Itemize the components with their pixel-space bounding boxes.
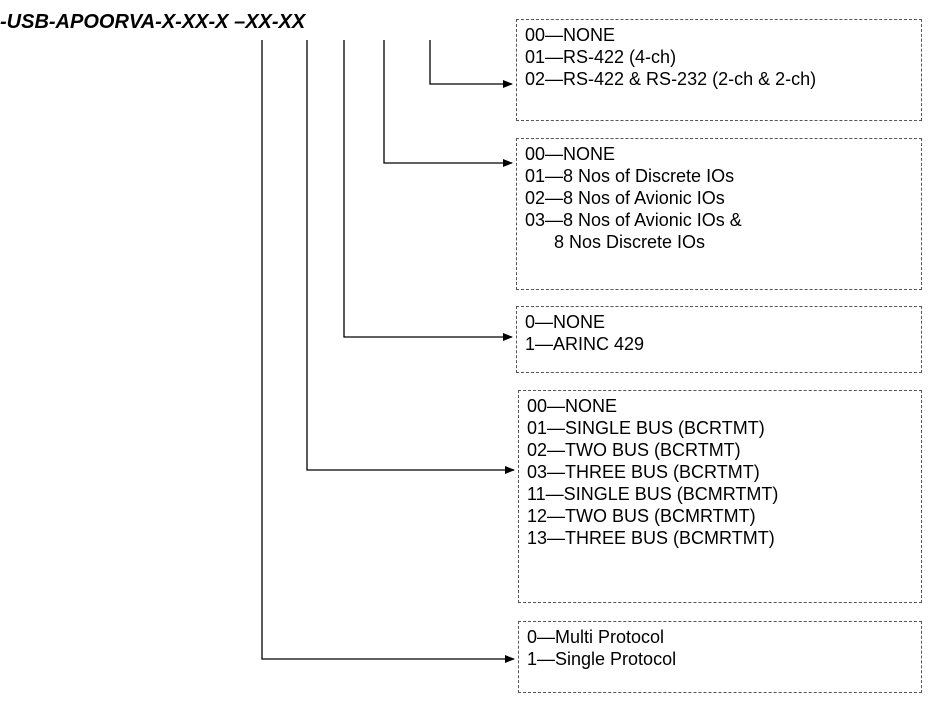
arinc-options-box: 0—NONE 1—ARINC 429 [516, 306, 922, 373]
option-text: 01—SINGLE BUS (BCRTMT) [527, 418, 765, 438]
option-text: 0—Multi Protocol [527, 627, 665, 647]
connector-protocol [261, 40, 515, 663]
connector-discrete [383, 40, 513, 167]
option-text: 02—TWO BUS (BCRTMT) [527, 440, 741, 460]
option-text: 00—NONE [525, 25, 616, 45]
option-text: 11—SINGLE BUS (BCMRTMT) [527, 484, 779, 504]
option-text: 03—8 Nos of Avionic IOs & [525, 210, 742, 230]
option-text: 02—RS-422 & RS-232 (2-ch & 2-ch) [525, 69, 817, 89]
connector-arinc [343, 40, 513, 341]
serial-options-box: 00—NONE 01—RS-422 (4-ch) 02—RS-422 & RS-… [516, 19, 922, 121]
option-text: 1—Single Protocol [527, 649, 677, 669]
discrete-io-options-box: 00—NONE 01—8 Nos of Discrete IOs 02—8 No… [516, 138, 922, 290]
option-text: 02—8 Nos of Avionic IOs [525, 188, 725, 208]
option-text: 01—8 Nos of Discrete IOs [525, 166, 735, 186]
option-text: 1—ARINC 429 [525, 334, 645, 354]
option-text: 13—THREE BUS (BCMRTMT) [527, 528, 775, 548]
option-text: 12—TWO BUS (BCMRTMT) [527, 506, 756, 526]
connector-milstd [306, 40, 515, 474]
option-text: 0—NONE [525, 312, 606, 332]
option-text: 03—THREE BUS (BCRTMT) [527, 462, 760, 482]
option-text: 01—RS-422 (4-ch) [525, 47, 677, 67]
option-text: 00—NONE [525, 144, 616, 164]
bus-options-box: 00—NONE 01—SINGLE BUS (BCRTMT) 02—TWO BU… [518, 390, 922, 603]
option-text: 00—NONE [527, 396, 618, 416]
part-number-title: -USB-APOORVA-X-XX-X –XX-XX [0, 11, 306, 33]
protocol-options-box: 0—Multi Protocol 1—Single Protocol [518, 621, 922, 693]
connector-serial [429, 40, 513, 88]
option-text-continued: 8 Nos Discrete IOs [554, 232, 706, 252]
